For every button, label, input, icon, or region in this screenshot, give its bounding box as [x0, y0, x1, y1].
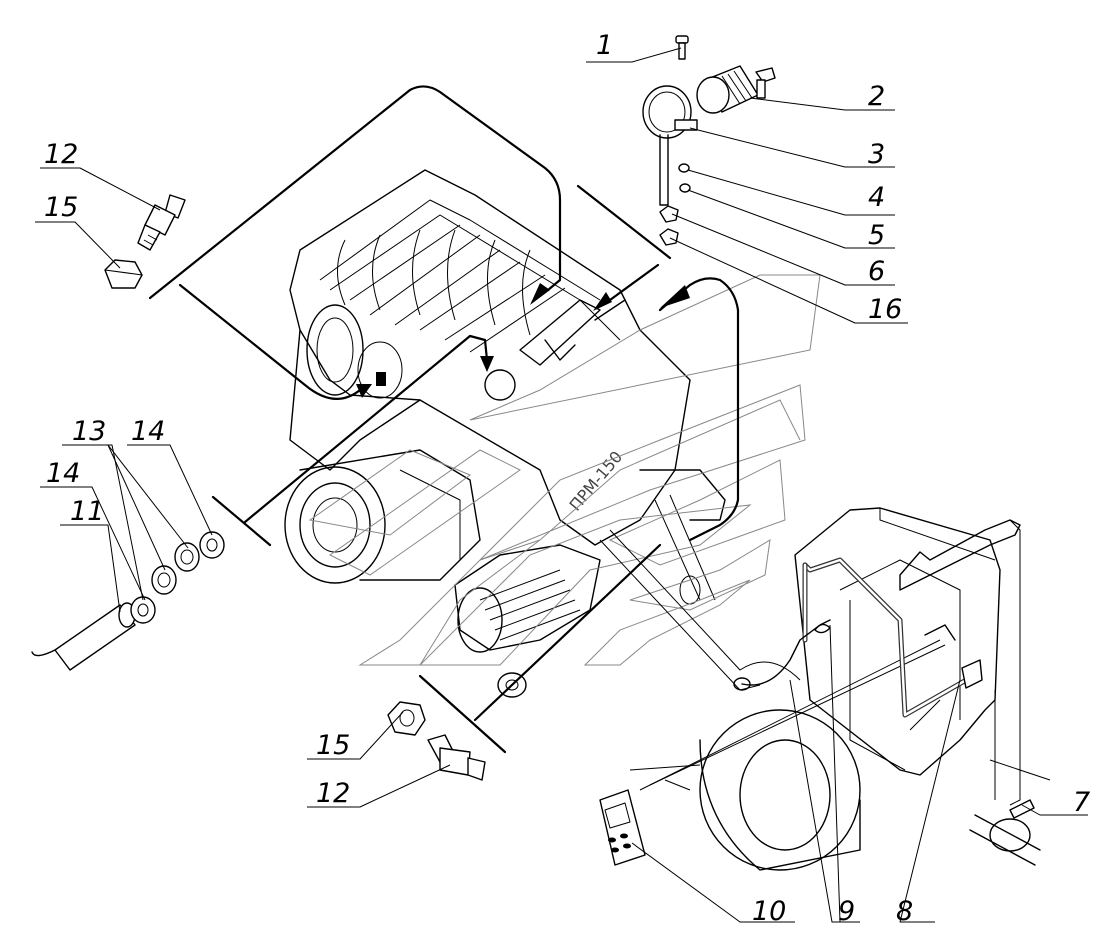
temperature-sensor-part	[31, 602, 136, 671]
callout-12-top: 12	[44, 139, 78, 170]
hose-sensor-part	[969, 799, 1041, 866]
washer-5	[679, 183, 691, 193]
nut-14-left	[130, 596, 156, 624]
callout-numbers: 1 2 3 4 5 6 16 12 15 13 14 14 11 15 12 7…	[44, 30, 1090, 927]
callout-6: 6	[868, 256, 885, 287]
washer-13-b	[174, 542, 200, 572]
callout-leaders	[35, 47, 1088, 923]
callout-15-top: 15	[44, 192, 78, 223]
clamp-part	[642, 85, 698, 206]
callout-9: 9	[838, 896, 855, 927]
pressure-sensor-top	[137, 194, 186, 251]
display-unit-part	[599, 789, 646, 866]
callout-14-right: 14	[131, 416, 165, 447]
callout-4: 4	[868, 182, 885, 213]
callout-7: 7	[1073, 787, 1090, 818]
callout-12-bottom: 12	[316, 778, 350, 809]
pressure-sensor-bottom	[427, 734, 486, 781]
nut-16	[659, 228, 679, 246]
hex-nut-bottom	[387, 701, 426, 736]
callout-15-bottom: 15	[316, 730, 350, 761]
callout-10: 10	[752, 896, 786, 927]
callout-11: 11	[70, 496, 104, 527]
nut-6	[659, 205, 679, 223]
callout-3: 3	[868, 139, 885, 170]
callout-16: 16	[868, 294, 902, 325]
callout-13: 13	[72, 416, 106, 447]
bracket-lines	[148, 88, 672, 754]
callout-1: 1	[596, 30, 613, 61]
hydraulic-tube	[802, 557, 983, 718]
nut-14-right	[199, 531, 225, 559]
washer-13-a	[151, 565, 177, 595]
cable	[741, 619, 831, 686]
callout-5: 5	[868, 220, 885, 251]
assembly-arrows	[178, 85, 740, 542]
callout-14-left: 14	[46, 458, 80, 489]
filter-cap-part	[696, 65, 776, 114]
callout-2: 2	[868, 81, 885, 112]
bolt-part	[675, 35, 689, 60]
washer-4	[678, 163, 690, 173]
callout-8: 8	[896, 896, 913, 927]
arrow-outlines	[308, 274, 821, 666]
tractor	[599, 507, 1051, 871]
